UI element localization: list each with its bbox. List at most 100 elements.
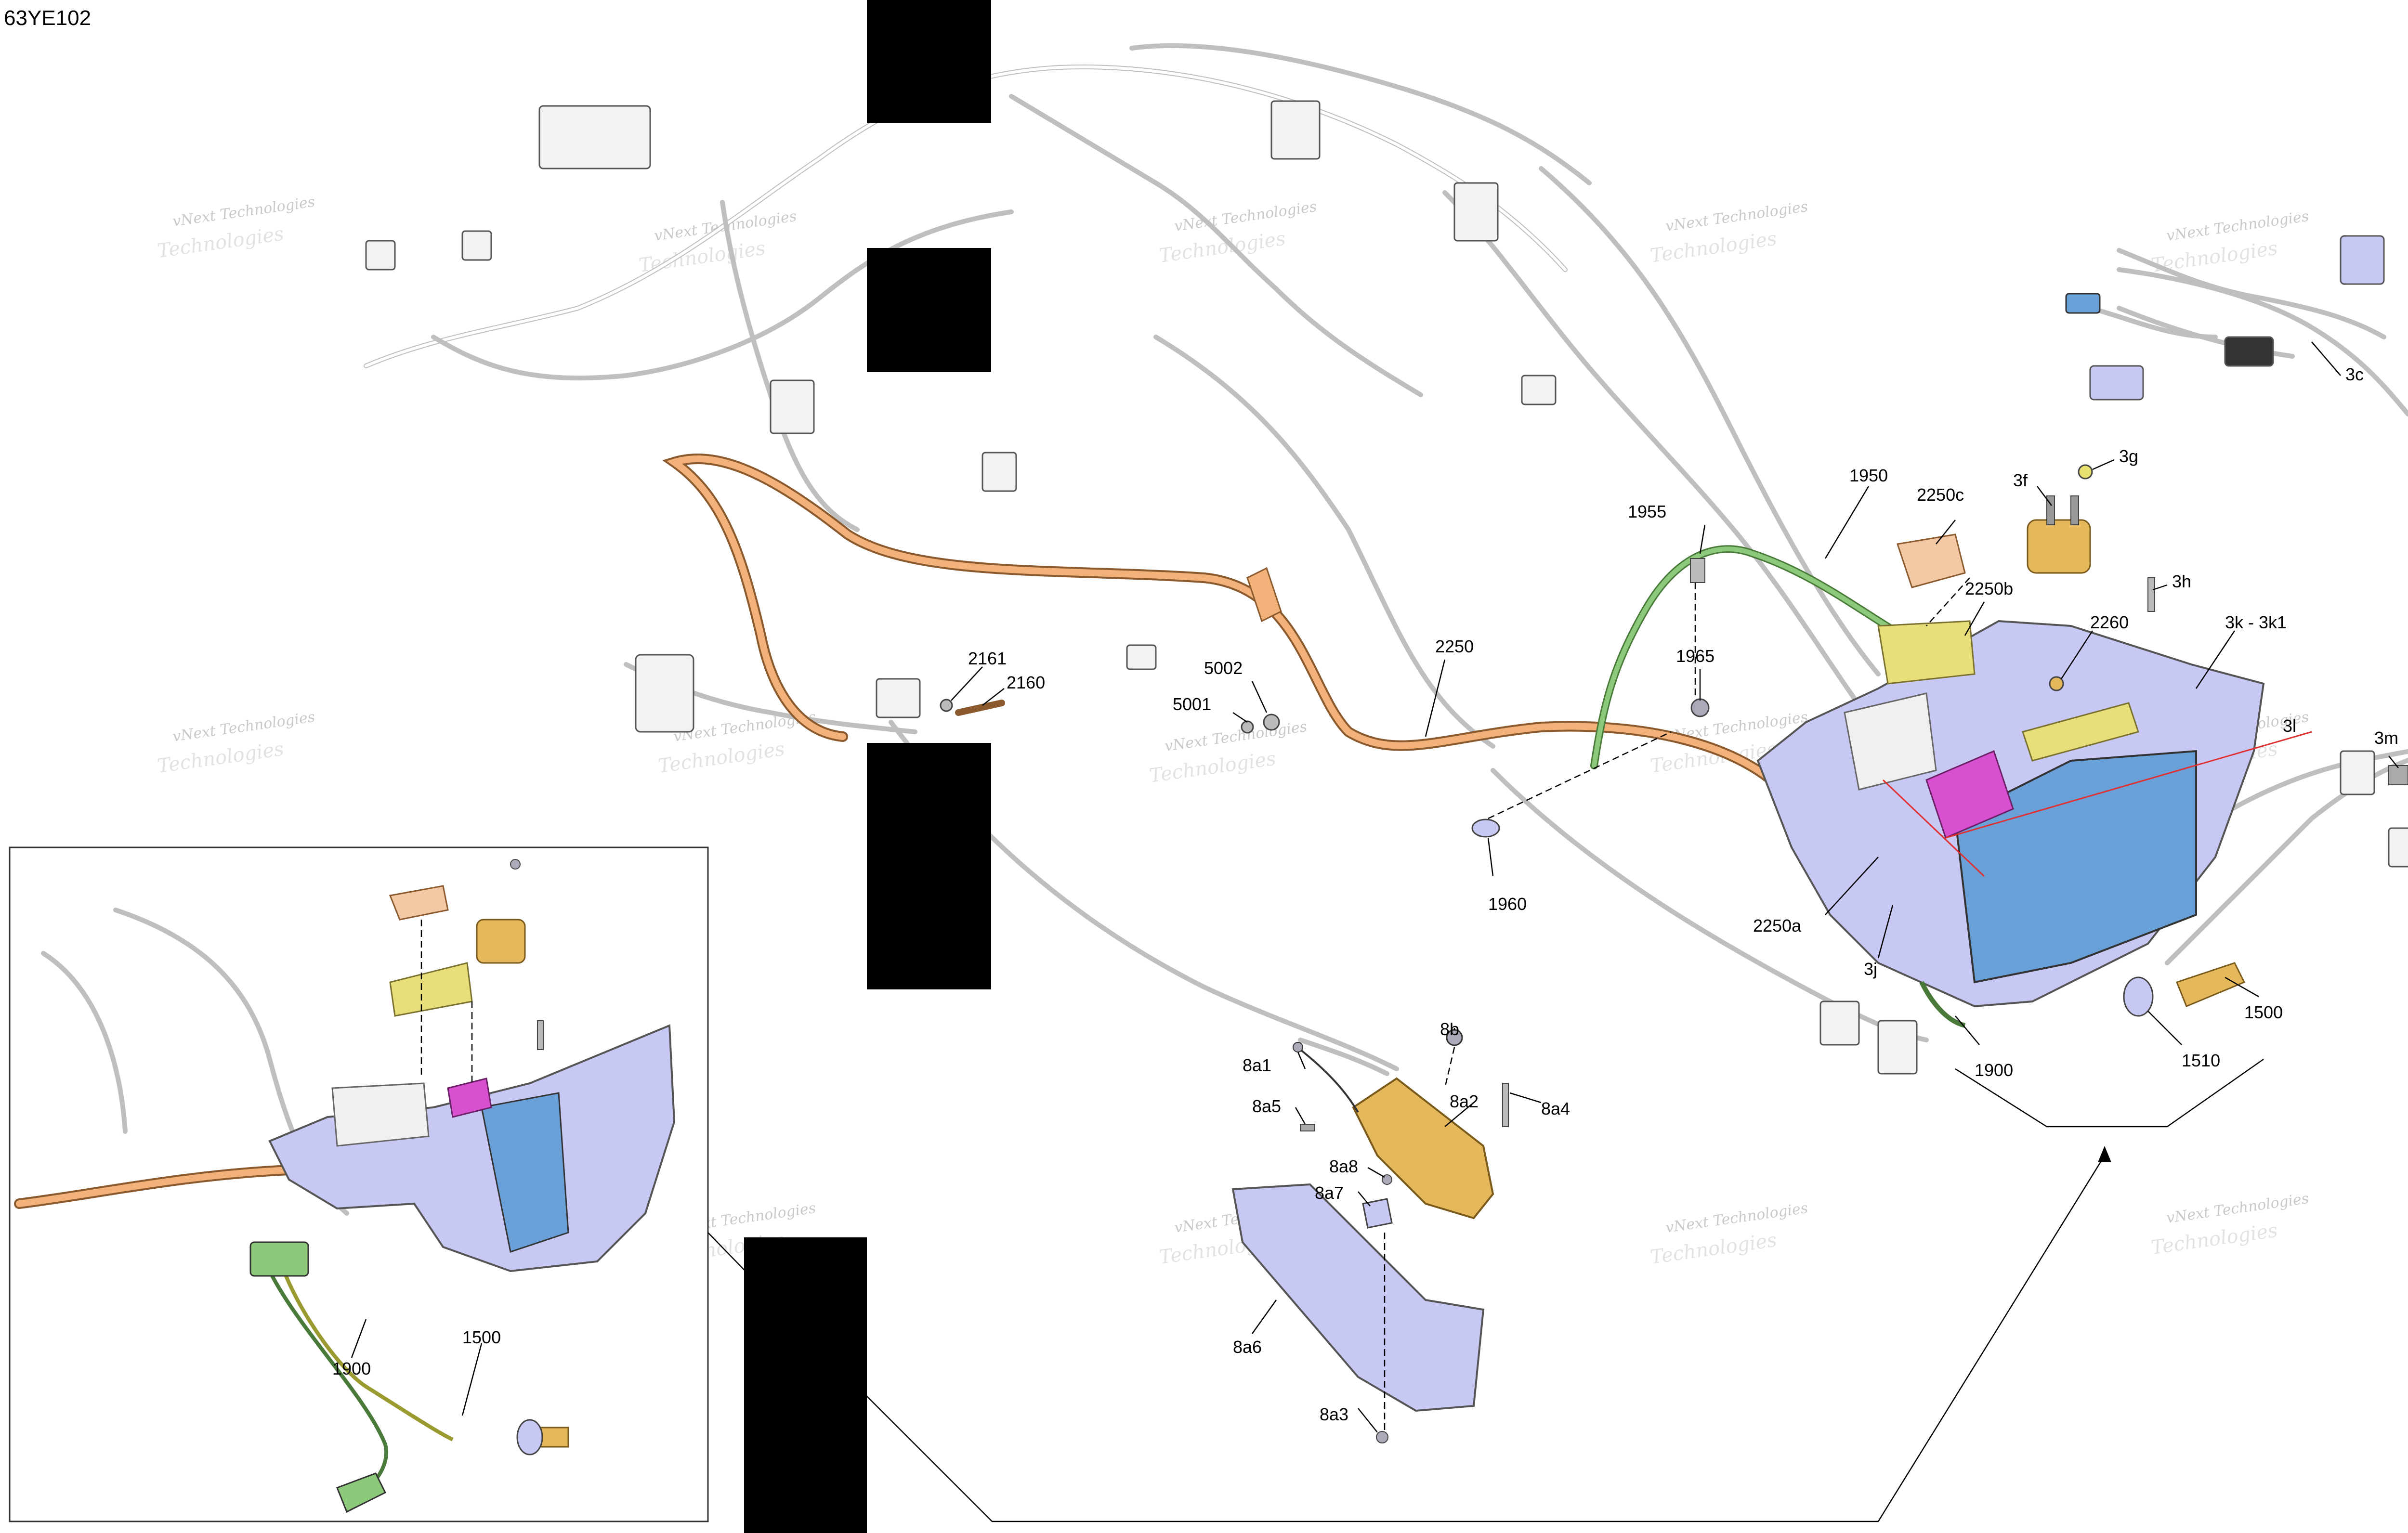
yellow-strap bbox=[2022, 702, 2139, 762]
label-5002: 5002 bbox=[1204, 658, 1243, 678]
label-2160: 2160 bbox=[1007, 673, 1045, 692]
grommet-1510 bbox=[2123, 976, 2154, 1017]
label-inset-1900: 1900 bbox=[332, 1359, 371, 1378]
redaction-box bbox=[744, 1237, 867, 1533]
label-8a4: 8a4 bbox=[1541, 1099, 1570, 1118]
label-3f: 3f bbox=[2013, 470, 2028, 490]
connector bbox=[365, 240, 396, 271]
svg-text:vNext Technologies: vNext Technologies bbox=[171, 194, 316, 230]
connector bbox=[876, 678, 921, 718]
nut-3g bbox=[2078, 464, 2093, 480]
sensor-1500 bbox=[2176, 962, 2246, 1007]
connector bbox=[1521, 375, 1557, 405]
connector bbox=[2089, 365, 2144, 401]
red-guide-line bbox=[1945, 731, 2312, 839]
redaction-box bbox=[867, 743, 991, 989]
fuse-holder-2250b bbox=[1877, 620, 1976, 685]
connector bbox=[2340, 750, 2375, 795]
label-8a6: 8a6 bbox=[1233, 1337, 1262, 1357]
leader-lines bbox=[351, 341, 2399, 1433]
connector bbox=[1819, 1000, 1860, 1046]
label-inset-1500: 1500 bbox=[462, 1327, 501, 1347]
connector bbox=[461, 230, 492, 261]
part-labels: 1950 1955 2250c 3f 3g 3h 2250b 2260 3k -… bbox=[332, 364, 2398, 1424]
watermark: vNext Technologies Technologies bbox=[1148, 718, 1308, 787]
label-2250: 2250 bbox=[1435, 637, 1474, 656]
actuator-8a2 bbox=[1352, 1077, 1494, 1220]
screw-8a5 bbox=[1300, 1124, 1315, 1131]
label-1500: 1500 bbox=[2244, 1002, 2283, 1022]
label-8a1: 8a1 bbox=[1243, 1055, 1271, 1075]
label-8a5: 8a5 bbox=[1252, 1096, 1281, 1116]
washer-5002 bbox=[1241, 720, 1254, 734]
detail-inset bbox=[9, 846, 709, 1522]
label-1960: 1960 bbox=[1488, 894, 1527, 914]
svg-text:vNext Technologies: vNext Technologies bbox=[1664, 198, 1809, 235]
label-8a7: 8a7 bbox=[1315, 1183, 1344, 1203]
relay-3f bbox=[2027, 495, 2091, 574]
connector bbox=[2224, 336, 2274, 367]
label-2250b: 2250b bbox=[1965, 579, 2013, 598]
redaction-boxes bbox=[744, 0, 991, 1533]
label-2260: 2260 bbox=[2090, 612, 2129, 632]
callout-arrows bbox=[707, 1058, 2264, 1522]
svg-text:vNext Technologies: vNext Technologies bbox=[171, 709, 316, 745]
label-1950: 1950 bbox=[1849, 466, 1888, 485]
label-8a2: 8a2 bbox=[1450, 1091, 1479, 1111]
label-3m: 3m bbox=[2374, 728, 2398, 748]
connector bbox=[1270, 100, 1321, 160]
nut-5001 bbox=[1263, 714, 1280, 731]
arrow-head bbox=[2098, 1146, 2111, 1162]
connector bbox=[2065, 293, 2101, 314]
connector bbox=[770, 379, 815, 434]
connector bbox=[2388, 827, 2408, 868]
watermark: vNext Technologies Technologies bbox=[1649, 198, 1809, 267]
label-3k-3k1: 3k - 3k1 bbox=[2225, 612, 2287, 632]
harness-3c bbox=[2065, 235, 2386, 401]
label-3j: 3j bbox=[1864, 959, 1877, 979]
label-8b: 8b bbox=[1440, 1019, 1459, 1039]
label-3c: 3c bbox=[2345, 364, 2364, 384]
wiring-harness bbox=[364, 43, 2408, 1076]
nut-2260 bbox=[2049, 676, 2064, 691]
svg-text:vNext Technologies: vNext Technologies bbox=[1173, 198, 1318, 235]
watermark: vNext Technologies Technologies bbox=[156, 709, 316, 778]
redaction-box bbox=[867, 248, 991, 372]
label-2250c: 2250c bbox=[1917, 485, 1964, 505]
bracket-8a6 bbox=[1231, 1183, 1485, 1412]
screw-3h bbox=[2147, 577, 2155, 612]
watermark: vNext Technologies Technologies bbox=[156, 194, 316, 262]
screw-1955 bbox=[1690, 558, 1705, 583]
label-8a3: 8a3 bbox=[1320, 1404, 1348, 1424]
nut-8a3 bbox=[1376, 1431, 1388, 1443]
clip-1960 bbox=[1471, 818, 1500, 838]
label-3h: 3h bbox=[2172, 572, 2191, 591]
green-cable-1950 bbox=[1590, 545, 1906, 769]
actuator-assembly-8a bbox=[1231, 1029, 1509, 1443]
label-3l: 3l bbox=[2283, 716, 2296, 736]
connector bbox=[982, 452, 1017, 492]
connector bbox=[1126, 644, 1157, 670]
rubber-boot bbox=[1246, 567, 1282, 623]
pin-8a4 bbox=[1502, 1083, 1509, 1127]
cover-2250c bbox=[1897, 533, 1966, 588]
label-1900: 1900 bbox=[1975, 1060, 2013, 1080]
red-guide-line bbox=[1882, 779, 1985, 877]
clip-3m bbox=[2388, 765, 2408, 785]
fuse-box bbox=[538, 105, 651, 169]
nut-2161 bbox=[940, 699, 953, 712]
label-5001: 5001 bbox=[1173, 694, 1211, 714]
label-1965: 1965 bbox=[1676, 646, 1714, 666]
svg-text:vNext Technologies: vNext Technologies bbox=[1164, 718, 1308, 755]
junction-box bbox=[1844, 692, 1937, 791]
watermark: vNext Technologies Technologies bbox=[2150, 208, 2310, 277]
connector bbox=[1453, 182, 1499, 242]
control-unit bbox=[1954, 750, 2197, 984]
label-2250a: 2250a bbox=[1753, 916, 1802, 935]
label-2161: 2161 bbox=[968, 649, 1007, 668]
label-8a8: 8a8 bbox=[1329, 1156, 1358, 1176]
nut-1965 bbox=[1690, 698, 1710, 717]
connector bbox=[2340, 235, 2385, 285]
watermark: vNext Technologies Technologies bbox=[1649, 1200, 1809, 1269]
